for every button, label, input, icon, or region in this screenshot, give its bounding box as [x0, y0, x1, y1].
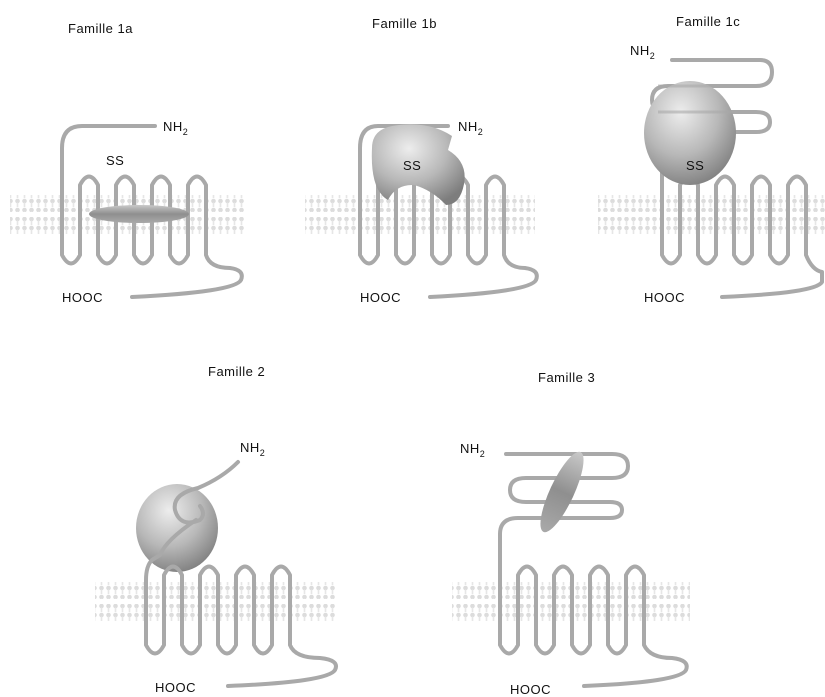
disulfide-label: SS	[686, 158, 704, 173]
disulfide-label: SS	[403, 158, 421, 173]
n-terminus-label: NH2	[240, 440, 265, 458]
receptor-chain	[500, 454, 687, 686]
membrane	[305, 195, 535, 234]
c-terminus-label: HOOC	[360, 290, 401, 305]
n-terminus-label: NH2	[630, 43, 655, 61]
n-terminus-label: NH2	[163, 119, 188, 137]
n-terminus-label: NH2	[460, 441, 485, 459]
family-1b: Famille 1b NH2 SS HOOC	[305, 16, 537, 305]
membrane	[598, 195, 825, 234]
family-1b-title: Famille 1b	[372, 16, 437, 31]
disulfide-label: SS	[106, 153, 124, 168]
family-2-title: Famille 2	[208, 364, 265, 379]
c-terminus-label: HOOC	[62, 290, 103, 305]
family-1c-title: Famille 1c	[676, 14, 740, 29]
family-1c: Famille 1c NH2 SS HOOC	[598, 14, 825, 305]
family-1a: Famille 1a NH2 SS HOOC	[10, 21, 246, 305]
family-3-title: Famille 3	[538, 370, 595, 385]
c-terminus-label: HOOC	[644, 290, 685, 305]
ligand-binding-helix	[533, 447, 592, 537]
n-terminus-label: NH2	[458, 119, 483, 137]
family-3: Famille 3 NH2 HOOC	[452, 370, 690, 697]
ligand-binding-disc	[89, 205, 189, 223]
c-terminus-label: HOOC	[155, 680, 196, 695]
family-2: Famille 2 NH2 HOOC	[95, 364, 336, 695]
family-1a-title: Famille 1a	[68, 21, 133, 36]
membrane	[95, 582, 335, 621]
c-terminus-label: HOOC	[510, 682, 551, 697]
